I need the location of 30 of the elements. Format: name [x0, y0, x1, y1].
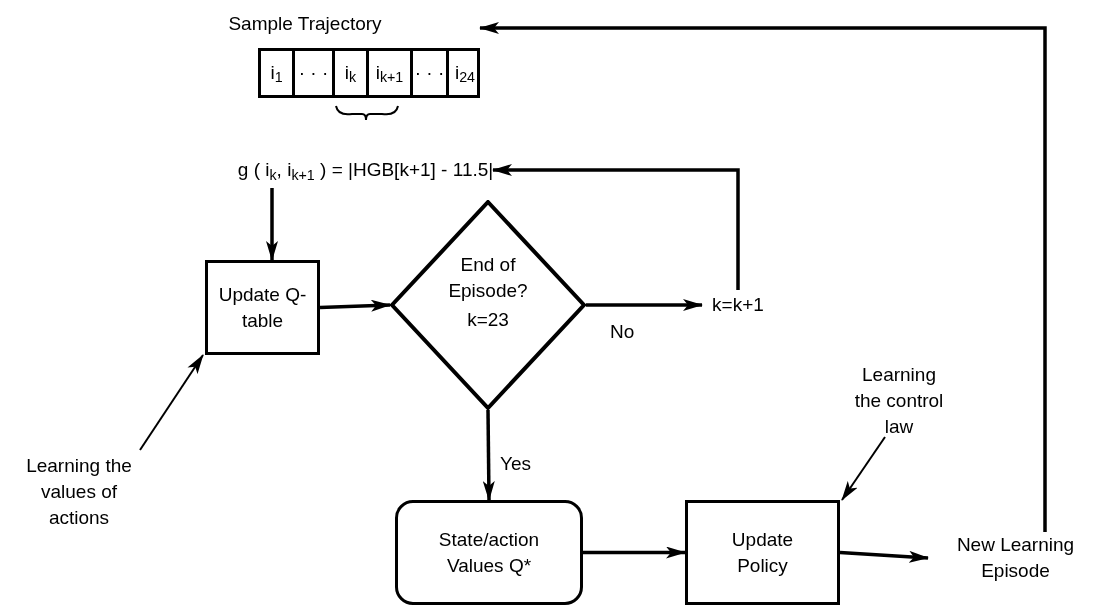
- leader-arrow: [139, 354, 204, 451]
- text: g ( i$_{k}$, i$_{k+1}$ ) = |HGB[k+1] - 11.5|: [237, 158, 494, 183]
- array-cell: i$_{1}$: [261, 51, 295, 95]
- arrow: [479, 22, 1047, 532]
- leader-arrow: [841, 436, 886, 501]
- text: Learning the values of actions: [25, 454, 133, 530]
- arrow: [266, 188, 278, 261]
- arrow: [482, 410, 495, 501]
- box-label: State/action Values Q*: [437, 527, 541, 578]
- box-label: Update Policy: [730, 527, 795, 578]
- process-box: [685, 500, 840, 605]
- array-cell: · · ·: [413, 51, 449, 95]
- rounded-process-box: [395, 500, 583, 605]
- array-cell: i$_{k+1}$: [369, 51, 413, 95]
- arrow: [319, 299, 391, 312]
- array-cell: i$_{24}$: [449, 51, 481, 95]
- arrow: [586, 299, 703, 311]
- box-label: Update Q-table: [217, 282, 308, 333]
- array-cell: · · ·: [295, 51, 335, 95]
- process-box: [205, 260, 320, 355]
- text: k=k+1: [712, 293, 764, 317]
- arrow: [583, 546, 686, 559]
- condition-text: k=23: [467, 308, 509, 332]
- text: New Learning Episode: [955, 533, 1076, 583]
- arrow: [492, 164, 740, 290]
- decision-text: End of Episode?: [448, 253, 528, 303]
- heading: Sample Trajectory: [227, 12, 383, 36]
- array-cell: i$_{k}$: [335, 51, 369, 95]
- text: Learning the control law: [853, 363, 945, 439]
- arrow: [839, 550, 929, 563]
